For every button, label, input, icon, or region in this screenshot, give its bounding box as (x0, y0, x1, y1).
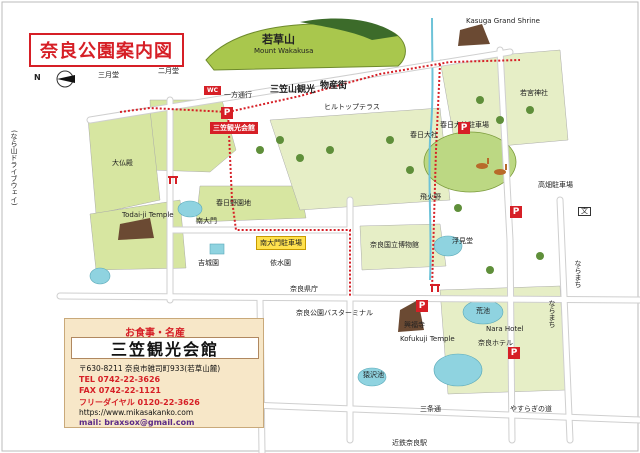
mount-wakakusa-dark (300, 18, 398, 40)
label-ukimi: 浮見堂 (452, 237, 473, 245)
label-tea-street: 物産街 (320, 81, 348, 91)
info-free: フリーダイヤル 0120-22-3626 (79, 398, 200, 407)
label-sanjo: 三条通 (420, 405, 441, 413)
label-kasuga-shrine-en: Kasuga Grand Shrine (466, 17, 540, 25)
torii-icons (168, 176, 440, 292)
label-kencho: 奈良県庁 (290, 285, 318, 293)
label-naramachi-1: ならまち (574, 260, 582, 288)
label-kobo: 高畑駐車場 (538, 181, 573, 189)
label-nara-hotel: Nara Hotel (486, 325, 524, 333)
label-isuien: 依水園 (270, 259, 291, 267)
pond-ukimi (433, 235, 463, 257)
wc-marker: WC (204, 86, 222, 95)
info-sub-title: お食事・名産 (125, 328, 185, 339)
info-mail[interactable]: mail: braxsox@gmail.com (79, 418, 195, 427)
parking-icon-1: P (221, 107, 233, 119)
label-sarusawa: 猿沢池 (363, 371, 384, 379)
park-area-tobihino (269, 107, 451, 211)
pond-sagi (433, 353, 483, 387)
compass-arrow-icon (56, 70, 75, 88)
label-wakamiya: 若宮神社 (520, 89, 548, 97)
walking-route (119, 59, 521, 296)
info-tel: TEL 0742-22-3626 (79, 375, 161, 384)
tree-icons (256, 96, 544, 274)
pond-ebisu (209, 243, 225, 255)
label-kofuku-ja: 興福寺 (404, 321, 425, 329)
compass-north-label: N (34, 73, 41, 82)
info-fax: FAX 0742-22-1121 (79, 386, 161, 395)
label-bus-terminal: 奈良公園バスターミナル (296, 309, 373, 317)
parking-icon-3: P (510, 206, 522, 218)
label-museum: 奈良国立博物館 (370, 241, 419, 249)
deer-icons (476, 158, 507, 175)
label-kasugano: 春日野園地 (216, 199, 251, 207)
label-wakakusa-en: Mount Wakakusa (254, 47, 314, 55)
label-todaiji: Todai-ji Temple (122, 211, 174, 219)
parking-icon-2: P (458, 122, 470, 134)
pond-kagami (177, 200, 203, 218)
pond-sarusawa (357, 367, 387, 387)
info-box: お食事・名産 三笠観光会館 〒630-8211 奈良市雑司町933(若草山麓) … (64, 318, 264, 428)
label-bun: 文 (578, 207, 591, 216)
label-nigatsudo: 二月堂 (158, 67, 179, 75)
label-daibutsuden: 大仏殿 (112, 159, 133, 167)
label-one-way: 一方通行 (224, 91, 252, 99)
label-ara-ike: 荒池 (476, 307, 490, 315)
info-shop-name: 三笠観光会館 (71, 337, 259, 359)
label-nandaimon: 南大門 (196, 217, 217, 225)
label-yasuragi: やすらぎの道 (510, 405, 552, 413)
label-yoshiki: 吉城園 (198, 259, 219, 267)
label-mikasa-shop: 三笠山観光 (270, 85, 316, 95)
info-url[interactable]: https://www.mikasakanko.com (79, 408, 194, 417)
info-address: 〒630-8211 奈良市雑司町933(若草山麓) (79, 364, 221, 373)
label-sangatsudo: 三月堂 (98, 71, 119, 79)
pond-daibutsu (89, 267, 111, 285)
mikasa-hall-marker: 三笠観光会館 (210, 122, 258, 134)
label-nara-hotel-ja: 奈良ホテル (478, 339, 513, 347)
label-wakakusa: 若草山 (262, 33, 295, 46)
label-tobihino: 飛火野 (420, 193, 441, 201)
deer-park-field (423, 131, 517, 193)
nandaimon-parking-marker: 南大門駐車場 (256, 236, 306, 250)
label-hill-terrace: ヒルトップテラス (324, 103, 380, 111)
label-station: 近鉄奈良駅 (392, 439, 427, 447)
label-left-road: (なら山ドライブウェイ) (10, 130, 18, 206)
label-kofukuji: Kofukuji Temple (400, 335, 455, 343)
label-kasuga-shrine: 春日大社 (410, 131, 438, 139)
label-naramachi-2: ならまち (548, 300, 556, 328)
park-area-nara-museum (359, 223, 447, 271)
parking-icon-5: P (416, 300, 428, 312)
river-line (428, 17, 434, 281)
map-title: 奈良公園案内図 (29, 33, 184, 67)
parking-icon-4: P (508, 347, 520, 359)
